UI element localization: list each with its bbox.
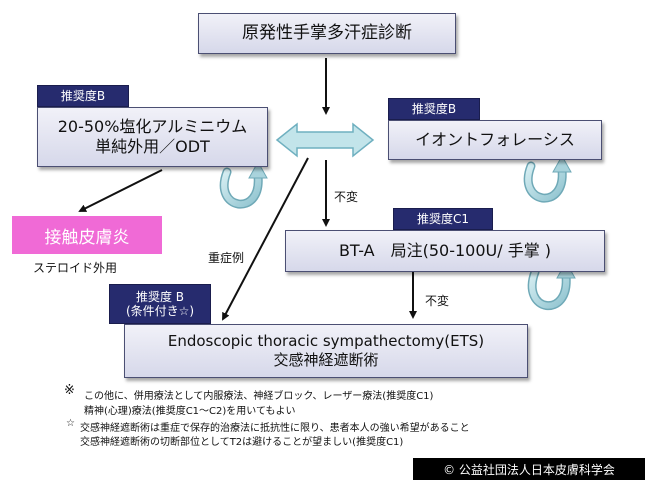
arrow-severe-to-ets (222, 157, 309, 321)
bta-box: BT-A 局注(50-100U/ 手掌 ) (285, 230, 605, 272)
bta-label: BT-A 局注(50-100U/ 手掌 ) (338, 241, 552, 260)
notes-line-1: この他に、併用療法として内服療法、神経ブロック、レーザー療法(推奨度C1) (84, 391, 434, 402)
severe-case-label: 重症例 (208, 251, 245, 265)
aluminum-badge: 推奨度B (37, 85, 129, 107)
aluminum-line1: 20-50%塩化アルミニウム (57, 117, 248, 136)
iontophoresis-badge: 推奨度B (388, 98, 480, 120)
iontophoresis-label: イオントフォレーシス (415, 130, 575, 149)
notes-line-3: 交感神経遮断術は重症で保存的治療法に抵抗性に限り、患者本人の強い希望があること (80, 423, 470, 434)
notes-line-4: 交感神経遮断術の切断部位としてT2は避けることが望ましい(推奨度C1) (80, 437, 404, 448)
cycle-arrow-aluminum (219, 160, 268, 209)
steroid-note: ステロイド外用 (33, 261, 118, 275)
notes-mark-2: ☆ (66, 418, 75, 429)
iontophoresis-box: イオントフォレーシス (388, 120, 602, 160)
copyright: © 公益社団法人日本皮膚科学会 (413, 458, 645, 480)
cycle-arrow-iontophoresis (523, 154, 572, 203)
arrow-aluminum-to-dermatitis (78, 169, 163, 212)
ets-box: Endoscopic thoracic sympathectomy(ETS) 交… (124, 324, 528, 378)
diagnosis-box: 原発性手掌多汗症診断 (198, 13, 456, 54)
ets-badge: 推奨度 B (条件付き☆) (109, 284, 211, 324)
aluminum-line2: 単純外用／ODT (95, 137, 210, 156)
double-arrow (275, 122, 375, 158)
unchanged-label-1: 不変 (334, 190, 359, 204)
diagnosis-label: 原発性手掌多汗症診断 (242, 22, 412, 43)
bta-badge: 推奨度C1 (393, 208, 493, 230)
ets-line1: Endoscopic thoracic sympathectomy(ETS) (167, 332, 485, 351)
notes-mark-1: ※ (64, 383, 75, 398)
aluminum-box: 20-50%塩化アルミニウム 単純外用／ODT (37, 107, 268, 167)
contact-dermatitis-box: 接触皮膚炎 (12, 216, 162, 254)
ets-line2: 交感神経遮断術 (273, 351, 379, 369)
unchanged-label-2: 不変 (425, 294, 450, 308)
notes-line-2: 精神(心理)療法(推奨度C1〜C2)を用いてもよい (84, 406, 296, 417)
